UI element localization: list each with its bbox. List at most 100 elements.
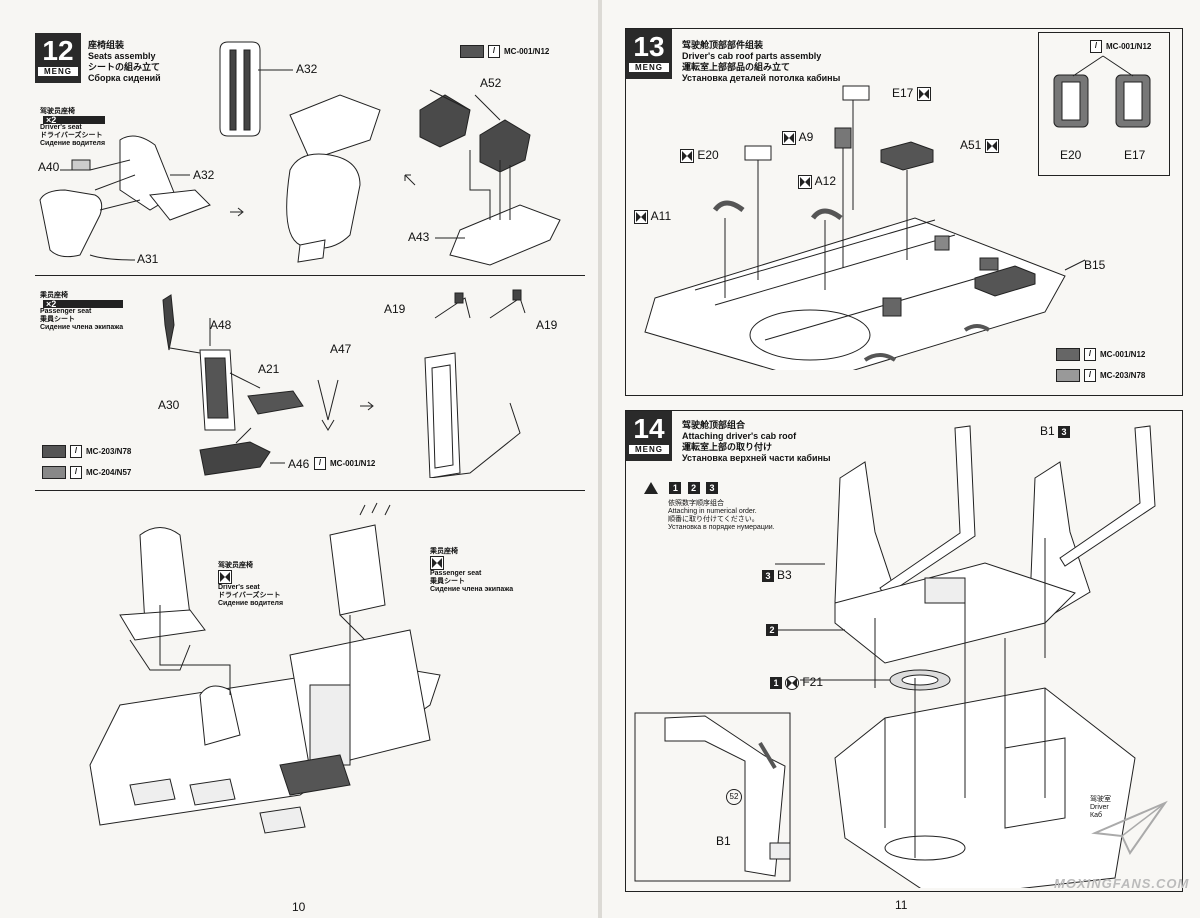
hourglass-icon: [916, 86, 931, 101]
part-label: A52: [480, 76, 502, 90]
driver-en: Driver's seat: [218, 584, 260, 591]
title-en: Driver's cab roof parts assembly: [682, 51, 822, 61]
divider: [35, 490, 585, 491]
note-cn: 依照数字顺序组合: [668, 500, 724, 507]
part-label: E20: [1060, 148, 1082, 162]
cab-ru: Каб: [1090, 812, 1102, 819]
paint-callout: / MC-203/N78: [42, 445, 131, 458]
cab-caption: 驾驶室 Driver Каб: [1090, 796, 1111, 820]
paint-code: MC-001/N12: [1100, 350, 1146, 359]
note-jp: 順番に取り付けてください。: [668, 516, 759, 523]
passenger-seat-drawing: [162, 289, 526, 478]
step-13-badge: 13 MENG: [626, 29, 672, 79]
title-en: Attaching driver's cab roof: [682, 431, 797, 441]
part-label: A48: [210, 318, 232, 332]
color-swatch: [460, 45, 484, 58]
part-label: A9: [782, 130, 813, 145]
paint-callout: / MC-001/N12: [1056, 348, 1145, 361]
order-number: 2: [687, 482, 700, 494]
part-code: A12: [814, 174, 837, 188]
hourglass-icon: [798, 174, 812, 189]
driver-jp: ドライバーズシート: [218, 592, 281, 599]
passenger-en: Passenger seat: [40, 308, 92, 315]
driver-seat-drawing: [39, 41, 561, 266]
step-12-badge: 12 MENG: [35, 33, 81, 83]
order-number: 3: [1058, 426, 1071, 438]
driver-seat-caption: 驾驶员座椅×2 Driver's seat ドライバーズシート Сидение …: [40, 108, 106, 148]
title-jp: シートの組み立て: [88, 62, 161, 72]
brush-icon: /: [314, 457, 326, 470]
cab-interior-drawing: [89, 502, 441, 834]
part-code: E17: [892, 86, 914, 100]
roof-parts-drawing: [644, 85, 1086, 370]
paint-code: MC-203/N78: [86, 447, 132, 456]
left-page: 12 MENG 座椅组装 Seats assembly シートの組み立て Сбо…: [0, 0, 598, 918]
order-number: 1: [770, 677, 782, 689]
brand-logo: MENG: [38, 67, 78, 76]
title-ru: Сборка сидений: [88, 73, 161, 83]
color-swatch: [42, 466, 66, 479]
cab-cn: 驾驶室: [1090, 796, 1111, 803]
hourglass-icon: [680, 148, 694, 163]
qty-badge: ×2: [43, 116, 106, 125]
step-14-box: [625, 410, 1183, 892]
title-jp: 運転室上部部品の組み立て: [682, 62, 791, 72]
part-label: E17: [892, 86, 931, 101]
passenger-seat-caption: 乘员座椅×2 Passenger seat 乗員シート Сидение член…: [40, 292, 124, 332]
inset-drawing: [1053, 55, 1151, 128]
callout-number: 52: [726, 788, 742, 805]
passenger-seat-caption: 乘员座椅 Passenger seat 乗員シート Сидение члена …: [430, 548, 513, 594]
order-number: 3: [762, 570, 774, 582]
part-label: B1: [716, 834, 731, 848]
order-note: 依照数字顺序组合 Attaching in numerical order. 順…: [668, 500, 775, 532]
part-label: A46: [288, 457, 310, 471]
hourglass-icon: [782, 130, 796, 145]
part-label: A21: [258, 362, 280, 376]
paint-code: MC-001/N12: [504, 47, 550, 56]
paint-code: MC-204/N57: [86, 468, 132, 477]
warning-icon: [644, 481, 658, 494]
part-code: A51: [960, 138, 982, 152]
part-code: F21: [802, 675, 824, 689]
driver-cn: 驾驶员座椅: [40, 108, 75, 115]
part-code: B3: [777, 568, 792, 582]
right-page: 13 MENG 驾驶舱顶部部件组装 Driver's cab roof part…: [602, 0, 1200, 918]
driver-seat-caption: 驾驶员座椅 Driver's seat ドライバーズシート Сидение во…: [218, 562, 283, 608]
divider: [35, 275, 585, 276]
paint-code: MC-203/N78: [1100, 371, 1146, 380]
part-label: B1 3: [1040, 424, 1073, 438]
part-label: 2: [766, 622, 781, 636]
title-en: Seats assembly: [88, 51, 156, 61]
title-cn: 座椅组装: [88, 40, 125, 50]
title-cn: 驾驶舱顶部部件组装: [682, 40, 764, 50]
paper-plane-watermark-icon: [1091, 800, 1168, 855]
part-label: A19: [384, 302, 406, 316]
step-13-box: [625, 28, 1183, 396]
cab-roof-assembly-drawing: [634, 425, 1156, 888]
note-ru: Установка в порядке нумерации.: [668, 524, 775, 531]
part-code: E20: [697, 148, 719, 162]
step-12-title: 座椅组装 Seats assembly シートの組み立て Сборка сиде…: [88, 40, 161, 84]
passenger-ru: Сидение члена экипажа: [40, 324, 124, 331]
order-number: 2: [766, 624, 778, 636]
part-label: A43: [408, 230, 430, 244]
part-label: A12: [798, 174, 836, 189]
part-code: A9: [798, 130, 814, 144]
step-13-title: 驾驶舱顶部部件组装 Driver's cab roof parts assemb…: [682, 40, 840, 84]
step-14-title: 驾驶舱顶部组合 Attaching driver's cab roof 運転室上…: [682, 420, 831, 464]
title-ru: Установка деталей потолка кабины: [682, 73, 841, 83]
passenger-jp: 乗員シート: [430, 578, 465, 585]
step-number: 13: [633, 31, 665, 62]
watermark: MOXINGFANS.COM: [1054, 876, 1190, 891]
part-label: A40: [38, 160, 60, 174]
brush-icon: /: [70, 445, 82, 458]
note-en: Attaching in numerical order.: [668, 508, 757, 515]
hourglass-icon: [218, 570, 232, 584]
passenger-cn: 乘员座椅: [40, 292, 68, 299]
part-label: E20: [680, 148, 719, 163]
paint-callout: / MC-203/N78: [1056, 369, 1145, 382]
driver-jp: ドライバーズシート: [40, 132, 103, 139]
color-swatch: [42, 445, 66, 458]
part-label: A51: [960, 138, 999, 153]
part-label: 1 F21: [770, 675, 823, 690]
